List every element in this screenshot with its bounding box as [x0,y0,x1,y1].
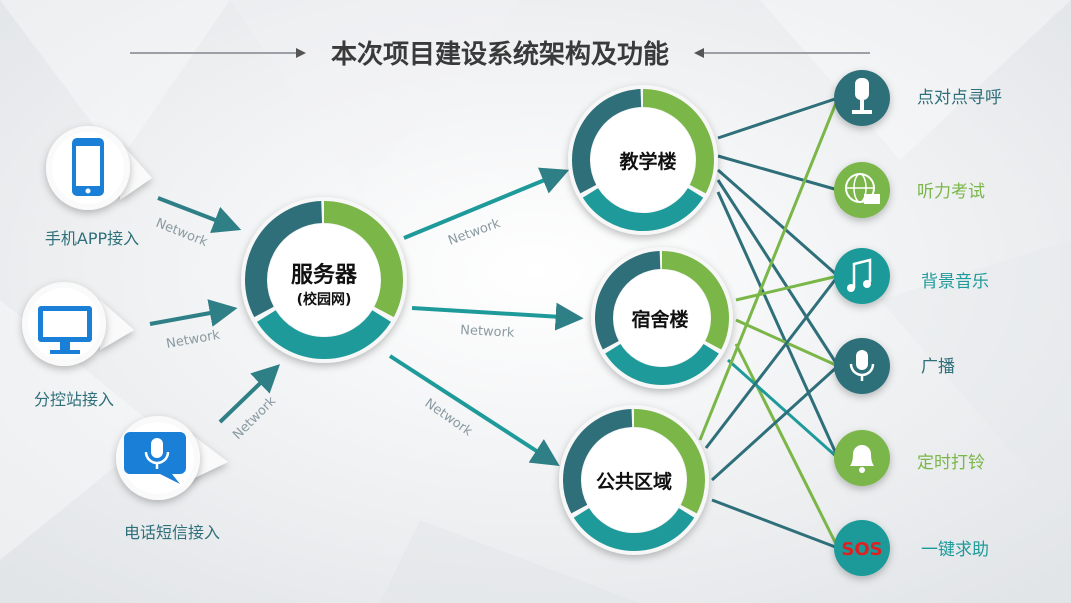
network-arrows [149,167,584,467]
function-link-9 [704,275,840,449]
function-link-8 [727,358,839,460]
monitor-icon [38,306,92,354]
function-node-circle [834,248,890,304]
function-label-broadcast: 广播 [921,357,955,377]
function-label-sos: 一键求助 [921,540,989,560]
microphone-icon [849,350,875,381]
function-node-broadcast [834,338,890,394]
sos-icon: SOS [841,539,882,560]
access-label-station: 分控站接入 [34,390,114,409]
function-links [698,96,840,550]
public-ring-segment-dark [563,409,633,514]
arrow-phone-to-server [218,364,281,424]
function-node-exam [834,162,890,218]
function-label-bell: 定时打铃 [917,453,985,473]
server-ring-segment-teal [257,309,391,359]
building-label-dorm: 宿舍楼 [631,308,688,331]
teaching-ring-segment-dark [572,89,642,194]
function-label-paging: 点对点寻呼 [917,88,1002,108]
function-node-circle [834,520,890,576]
access-node-phone [116,416,228,500]
dorm-ring-segment-teal [605,343,719,385]
public-ring-segment-green [633,409,705,514]
function-link-2 [717,168,839,278]
music-note-icon [847,258,872,292]
title-decoration [130,48,870,58]
function-link-3 [716,179,840,367]
sos-badge: SOS [841,539,882,560]
function-node-paging [834,70,890,126]
arrow-server-to-dorm [411,302,584,331]
teaching-ring-segment-teal [582,187,704,231]
arrow-server-to-public [388,354,560,467]
server-ring-center [268,224,380,336]
microphone-stand-icon [852,78,872,114]
arrow-server-to-teaching [403,167,570,240]
function-link-10 [710,364,840,482]
server-title: 服务器 [291,263,358,288]
function-link-12 [698,97,840,441]
microphone-chat-icon [124,432,186,484]
function-link-4 [716,191,840,459]
public-ring-center [582,428,686,532]
dorm-ring-segment-dark [595,251,661,350]
function-node-circle [834,162,890,218]
public-ring-segment-teal [573,507,695,551]
building-label-teaching: 教学楼 [619,150,676,173]
function-node-music [834,248,890,304]
building-node-teaching [568,85,718,235]
server-subtitle: (校园网) [297,291,352,308]
access-node-app [46,126,152,210]
function-label-music: 背景音乐 [921,272,989,292]
server-node [241,197,407,363]
server-ring-segment-green [323,201,403,318]
access-label-app: 手机APP接入 [45,229,139,248]
function-link-1 [717,154,839,192]
teaching-ring-segment-green [642,89,714,194]
building-node-dorm [591,247,733,389]
arrow-station-to-server [149,299,238,327]
arrow-app-to-server [157,196,242,234]
function-link-0 [717,96,839,140]
network-label-dorm: Network [460,323,515,341]
smartphone-icon [72,138,104,196]
function-node-sos: SOS [834,520,890,576]
function-link-7 [734,343,840,549]
access-node-station [22,282,134,366]
function-link-5 [735,274,839,302]
function-node-bell [834,430,890,486]
dorm-ring-center [614,270,710,366]
bell-icon [850,445,874,473]
building-node-public [559,405,709,555]
teaching-ring-center [591,108,695,212]
function-label-exam: 听力考试 [917,182,985,202]
dorm-ring-segment-green [661,251,729,350]
function-link-11 [711,498,839,550]
building-label-public: 公共区域 [596,470,672,493]
page-title: 本次项目建设系统架构及功能 [331,39,669,70]
server-ring-segment-dark [245,201,323,318]
globe-laptop-icon [845,173,880,204]
access-label-phone: 电话短信接入 [124,523,220,542]
function-nodes: SOS [834,70,890,576]
